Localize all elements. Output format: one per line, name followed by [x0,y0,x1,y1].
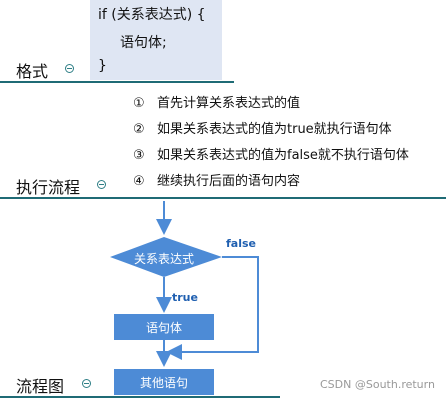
next-box: 其他语句 [139,375,188,390]
step-text: 继续执行后面的语句内容 [157,174,301,189]
minus-circle-icon[interactable] [97,180,106,189]
true-label: true [172,291,198,304]
code-line-2: 语句体; [120,35,167,51]
decision-label: 关系表达式 [134,252,195,266]
code-block: if (关系表达式) { 语句体; } [90,0,222,80]
step-text: 如果关系表达式的值为true就执行语句体 [157,122,392,137]
false-path-line [166,256,259,360]
watermark: CSDN @South.return [320,378,435,391]
next-box-shape [114,369,214,395]
flowchart [110,201,259,395]
minus-circle-icon[interactable] [65,64,74,73]
execution-section-label: 执行流程 [16,178,81,197]
step-3: ③ 如果关系表达式的值为false就不执行语句体 [133,144,409,163]
step-number: ② [133,122,145,137]
execution-divider [0,197,446,199]
step-4: ④ 继续执行后面的语句内容 [133,170,300,189]
format-section-label: 格式 [16,62,49,81]
code-line-1: if (关系表达式) { [98,7,206,23]
body-box: 语句体 [145,320,182,335]
format-divider [0,81,234,83]
body-box-shape [114,314,214,340]
false-label: false [226,237,256,250]
step-1: ① 首先计算关系表达式的值 [133,92,300,111]
step-number: ④ [133,174,145,189]
minus-circle-icon[interactable] [82,379,91,388]
step-text: 如果关系表达式的值为false就不执行语句体 [157,148,409,163]
step-number: ③ [133,148,145,163]
step-text: 首先计算关系表达式的值 [157,96,301,111]
flowchart-divider [0,396,280,398]
decision-diamond [110,237,222,277]
step-number: ① [133,96,145,111]
step-2: ② 如果关系表达式的值为true就执行语句体 [133,118,392,137]
flowchart-section-label: 流程图 [16,377,65,396]
code-line-3: } [98,58,107,74]
